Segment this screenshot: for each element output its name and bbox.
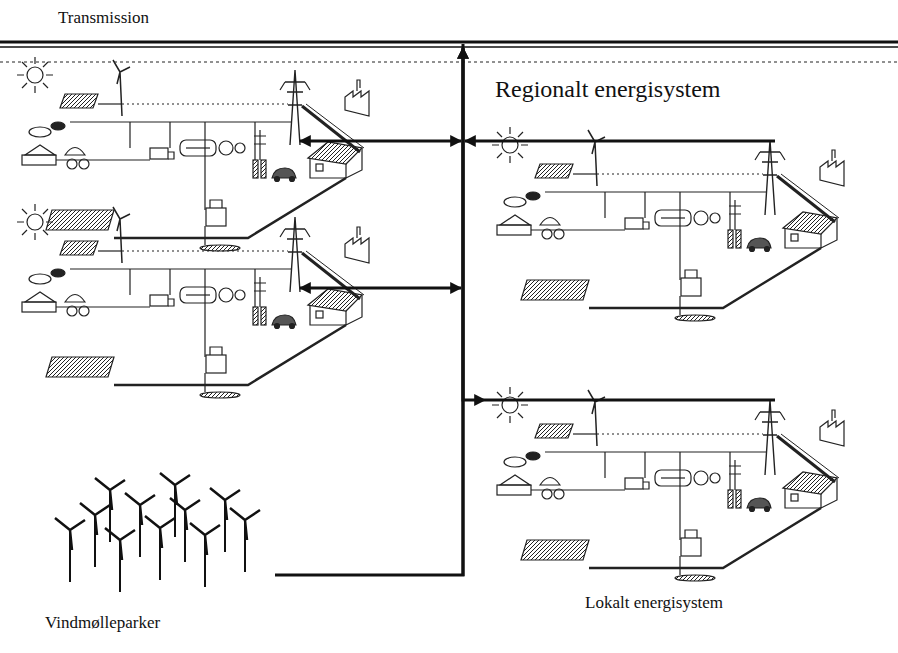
node-label: Vindmølleparker [45,613,160,633]
wind-farm: Vindmølleparker [40,465,275,640]
wind-farm-figure [55,473,260,592]
region-label: Regionalt energisystem [495,76,721,103]
node-label: Lokalt energisystem [585,593,723,613]
exchange-arrow [300,141,775,400]
node-label: Transmission [58,8,149,28]
local-system-figure [17,57,369,251]
power-connector [463,48,485,400]
local-system-figure [17,204,369,398]
transmission-band: Transmission [0,0,898,48]
region-boundary [0,62,898,63]
power-connector [275,48,463,575]
local-system-figure [492,127,844,321]
local-system-figure [492,387,844,581]
local-energy-system: Lokalt energisystem [485,390,880,622]
transmission-line [0,42,898,47]
